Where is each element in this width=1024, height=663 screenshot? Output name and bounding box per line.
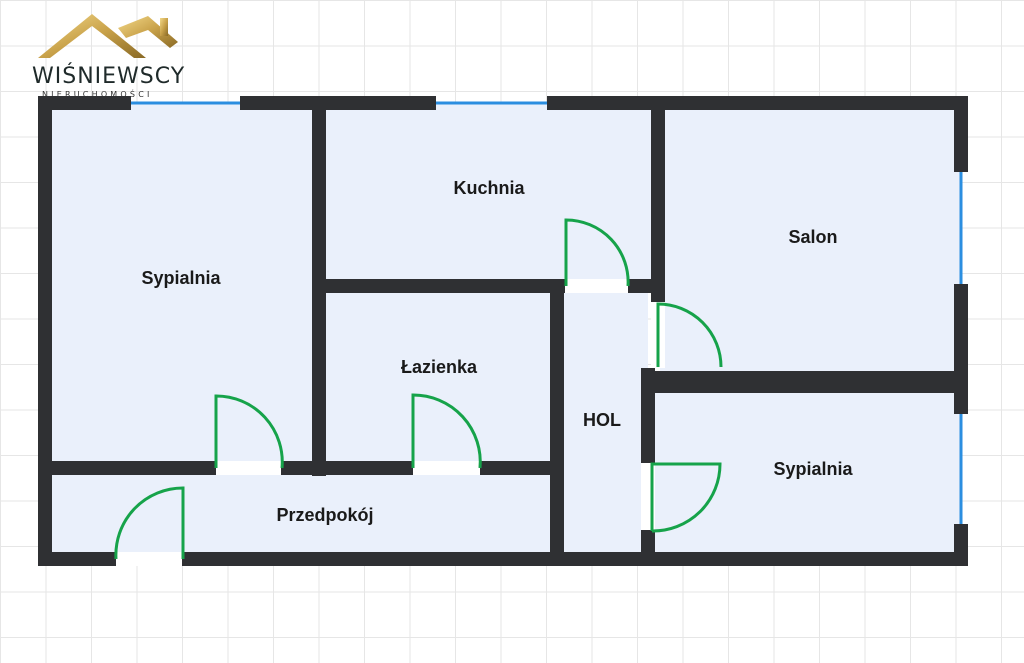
windows [131,101,963,524]
door-kuchnia [564,218,630,287]
floors [45,103,962,558]
floor-sypialnia-right [650,386,962,558]
label-kuchnia: Kuchnia [453,178,525,198]
doors [114,218,723,560]
floor-lazienka [320,288,558,468]
label-przedpokoj: Przedpokój [276,505,373,525]
label-sypialnia-left: Sypialnia [141,268,221,288]
label-lazienka: Łazienka [401,357,478,377]
floor-kuchnia [320,103,658,283]
door-thresholds [116,279,665,566]
floor-sypialnia-left [45,103,315,467]
floor-hol [558,288,648,558]
logo-subtitle: NIERUCHOMOŚCI [42,88,153,99]
logo: WIŚNIEWSCY NIERUCHOMOŚCI [32,14,185,99]
logo-brand: WIŚNIEWSCY [32,63,185,89]
room-labels: Sypialnia Kuchnia Salon Łazienka HOL Syp… [141,178,853,525]
door-entrance [114,486,185,560]
label-hol: HOL [583,410,621,430]
walls [38,96,968,566]
house-roof-icon [38,14,178,58]
door-sypialnia-left [214,394,284,469]
door-salon [656,302,723,368]
door-lazienka [411,393,482,469]
door-sypialnia-right [650,462,722,533]
label-sypialnia-right: Sypialnia [773,459,853,479]
label-salon: Salon [788,227,837,247]
